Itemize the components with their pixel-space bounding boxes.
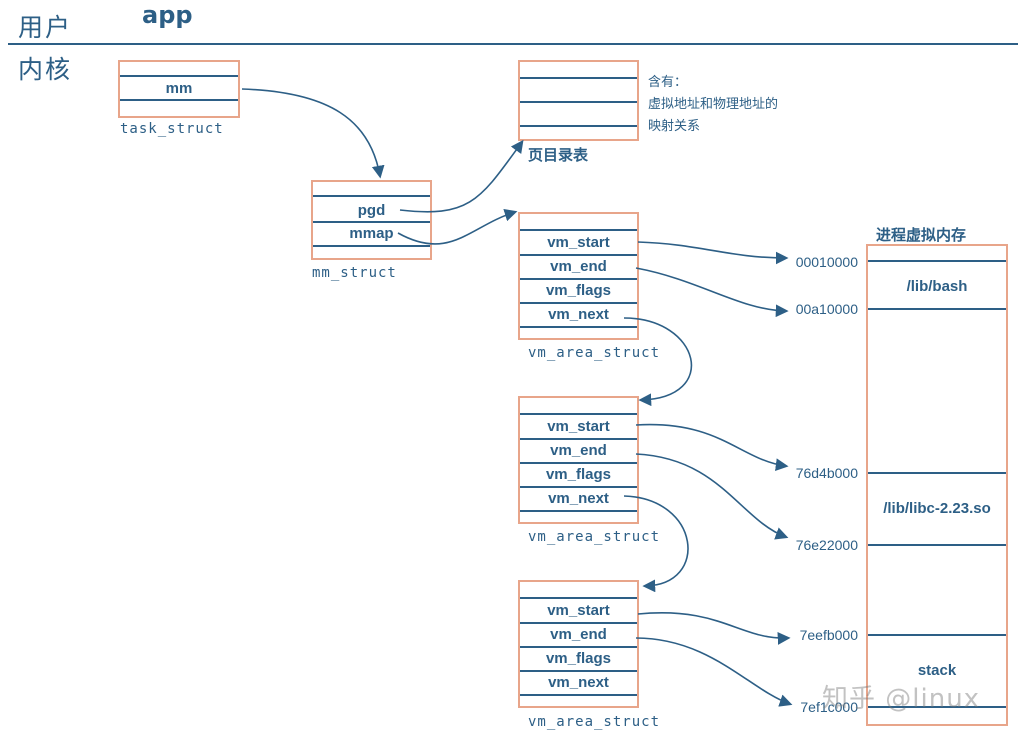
mm-struct-box: pgd mmap	[311, 180, 432, 260]
process-memory-title: 进程虚拟内存	[876, 226, 967, 244]
address-label: 7eefb000	[799, 627, 858, 643]
kernel-space-label: 内核	[18, 55, 73, 84]
page-directory-note: 含有： 虚拟地址和物理地址的 映射关系	[648, 75, 779, 134]
arrow-vm-start-3	[637, 612, 791, 645]
segment-bash: /lib/bash	[906, 278, 968, 295]
segment-libc: /lib/libc-2.23.so	[883, 500, 991, 517]
vm-area-struct-name: vm_area_struct	[528, 529, 661, 545]
vm-area-struct-box: vm_start vm_end vm_flags vm_next	[518, 396, 639, 524]
arrow-vm-next-1	[623, 317, 693, 407]
watermark: 知乎 @linux	[822, 684, 981, 714]
mm-struct-mmap-field: mmap	[349, 225, 394, 242]
vm-start-field: vm_start	[547, 234, 610, 251]
user-space-label: 用户	[18, 13, 73, 42]
mm-struct-name: mm_struct	[312, 265, 397, 281]
arrow-pgd-to-page-directory	[399, 139, 524, 213]
address-label: 76d4b000	[795, 465, 858, 481]
vm-next-field: vm_next	[548, 674, 609, 691]
vm-end-field: vm_end	[550, 442, 607, 459]
arrow-vm-start-2	[635, 423, 789, 472]
address-label: 76e22000	[795, 537, 858, 553]
vm-area-struct-box: vm_start vm_end vm_flags vm_next	[518, 212, 639, 340]
vm-end-field: vm_end	[550, 258, 607, 275]
mm-struct-pgd-field: pgd	[357, 202, 386, 219]
vm-area-struct-box: vm_start vm_end vm_flags vm_next	[518, 580, 639, 708]
vm-flags-field: vm_flags	[545, 466, 612, 483]
arrow-vm-end-1	[635, 267, 789, 318]
arrow-vm-end-2	[635, 453, 789, 540]
page-directory-name: 页目录表	[528, 146, 589, 164]
vm-next-field: vm_next	[548, 490, 609, 507]
vm-flags-field: vm_flags	[545, 650, 612, 667]
task-struct-mm-field: mm	[165, 80, 193, 97]
arrow-mmap-to-vm-area	[397, 208, 518, 245]
arrow-vm-next-2	[623, 495, 689, 593]
process-memory-box: /lib/bash /lib/libc-2.23.so stack	[866, 244, 1008, 726]
vm-area-struct-name: vm_area_struct	[528, 714, 661, 730]
address-label: 00010000	[795, 254, 858, 270]
vm-area-struct-name: vm_area_struct	[528, 345, 661, 361]
vm-start-field: vm_start	[547, 418, 610, 435]
address-label: 7ef1c000	[800, 699, 858, 715]
user-kernel-divider	[8, 43, 1018, 45]
vm-flags-field: vm_flags	[545, 282, 612, 299]
segment-stack: stack	[917, 662, 957, 679]
vm-end-field: vm_end	[550, 626, 607, 643]
arrow-mm-to-mm-struct	[241, 88, 385, 179]
task-struct-box: mm	[118, 60, 240, 118]
page-directory-box	[518, 60, 639, 141]
address-label: 00a10000	[795, 301, 858, 317]
vm-next-field: vm_next	[548, 306, 609, 323]
task-struct-name: task_struct	[120, 121, 224, 137]
vm-start-field: vm_start	[547, 602, 610, 619]
app-label: app	[142, 1, 193, 29]
arrow-vm-start-1	[637, 241, 789, 265]
arrow-vm-end-3	[635, 637, 793, 707]
